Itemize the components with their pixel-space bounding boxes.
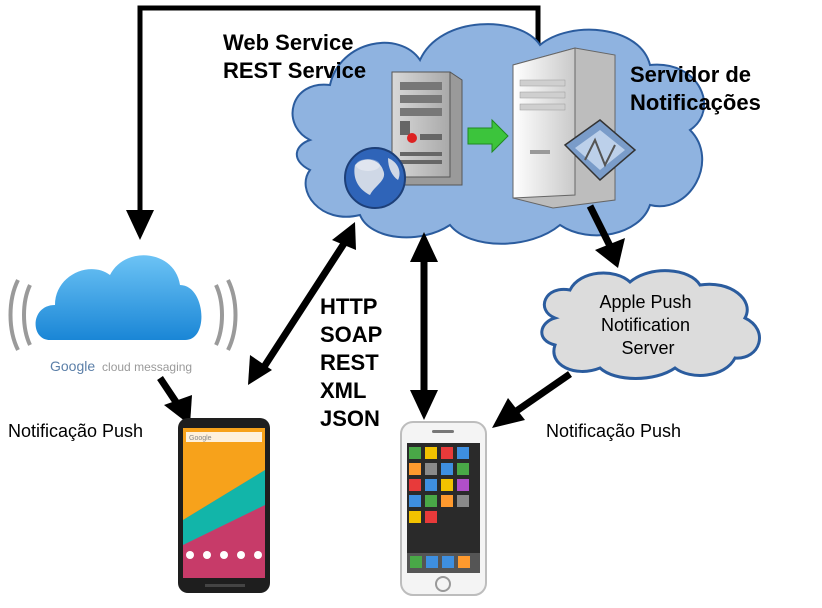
gcm-to-android-arrow (157, 376, 181, 407)
apns-to-iphone-arrowhead (492, 398, 525, 428)
gcm-to-android-arrowhead (164, 395, 192, 425)
android-cloud-arrowhead-bottom (248, 355, 272, 385)
server-to-apns-arrow (586, 204, 616, 252)
gcm-logo-product: cloud messaging (102, 360, 192, 374)
gcm-logo: Google cloud messaging (50, 358, 192, 374)
push-left-label: Notificação Push (8, 421, 143, 441)
apns-cloud (540, 269, 761, 380)
gcm-cloud-icon (8, 255, 238, 351)
iphone-cloud-arrowhead-bottom (410, 390, 438, 420)
push-right-label: Notificação Push (546, 421, 681, 441)
notification-server-icon (512, 47, 637, 209)
android-cloud-bidirectional-arrow (259, 240, 348, 372)
apns-to-iphone-arrow (513, 371, 572, 415)
protocol-list: HTTP SOAP REST XML JSON (320, 294, 388, 431)
android-search-brand: Google (189, 435, 212, 442)
server-to-gcm-connector (137, 5, 541, 215)
android-cloud-arrowhead-top (332, 222, 356, 250)
iphone-icon (400, 421, 487, 596)
globe-icon (344, 147, 406, 209)
web-service-label: Web Service REST Service (223, 30, 366, 83)
apns-label: Apple Push Notification Server (599, 292, 696, 358)
android-phone-icon: Google (178, 418, 270, 593)
iphone-cloud-arrowhead-top (410, 232, 438, 262)
gcm-logo-brand: Google (50, 358, 95, 374)
notification-server-label: Servidor de Notificações (630, 62, 761, 115)
web-server-icon (391, 71, 463, 186)
server-to-apns-arrowhead (595, 238, 625, 268)
server-to-gcm-arrowhead (126, 210, 154, 240)
green-transfer-arrow (467, 118, 509, 154)
